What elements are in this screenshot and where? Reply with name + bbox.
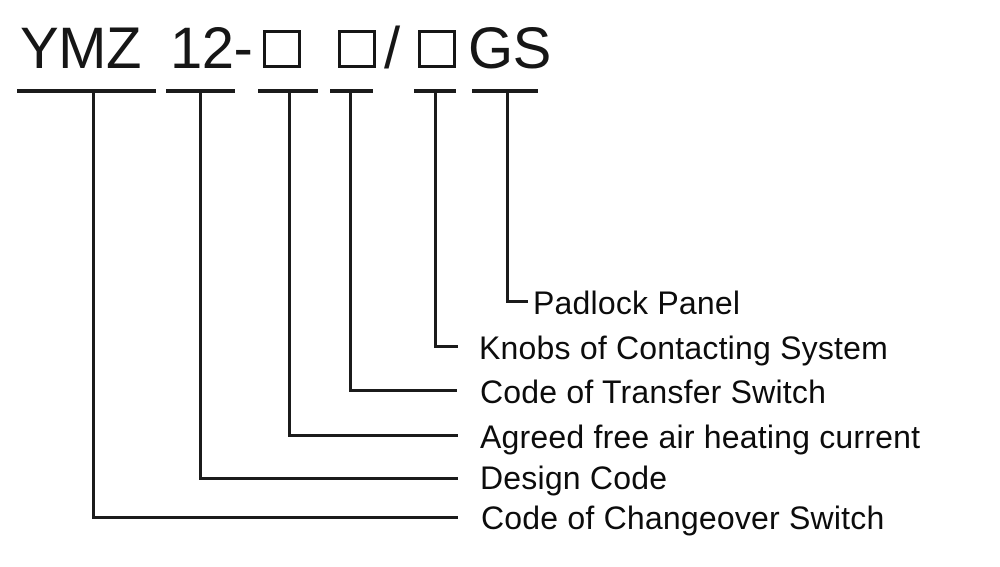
placeholder-box-icon <box>263 30 301 68</box>
leader-vertical-knobs <box>434 91 437 348</box>
callout-label-code-of-transfer-switch: Code of Transfer Switch <box>480 374 827 410</box>
callout-label-knobs-of-contacting-system: Knobs of Contacting System <box>479 330 888 366</box>
code-series-text: YMZ <box>20 16 141 81</box>
callout-label-code-of-changeover-switch: Code of Changeover Switch <box>481 500 885 536</box>
placeholder-box-icon <box>338 30 376 68</box>
leader-vertical-design-code <box>199 91 202 480</box>
leader-vertical-padlock <box>506 91 509 303</box>
underline-series <box>17 89 156 93</box>
code-separator-text: / <box>384 16 400 81</box>
leader-horizontal-heating-current <box>288 434 458 437</box>
leader-horizontal-transfer-switch <box>349 389 457 392</box>
code-suffix-text: GS <box>468 16 551 81</box>
placeholder-box-icon <box>418 30 456 68</box>
leader-vertical-changeover <box>92 91 95 519</box>
leader-horizontal-design-code <box>199 477 458 480</box>
callout-label-agreed-free-air-heating-current: Agreed free air heating current <box>480 419 921 455</box>
leader-horizontal-knobs <box>434 345 458 348</box>
code-design-number-text: 12- <box>170 16 253 81</box>
underline-padlock-suffix <box>472 89 538 93</box>
callout-label-padlock-panel: Padlock Panel <box>533 285 741 321</box>
leader-horizontal-padlock <box>506 300 528 303</box>
callout-label-design-code: Design Code <box>480 460 668 496</box>
leader-horizontal-changeover <box>92 516 458 519</box>
leader-vertical-transfer-switch <box>349 91 352 392</box>
leader-vertical-heating-current <box>288 91 291 437</box>
